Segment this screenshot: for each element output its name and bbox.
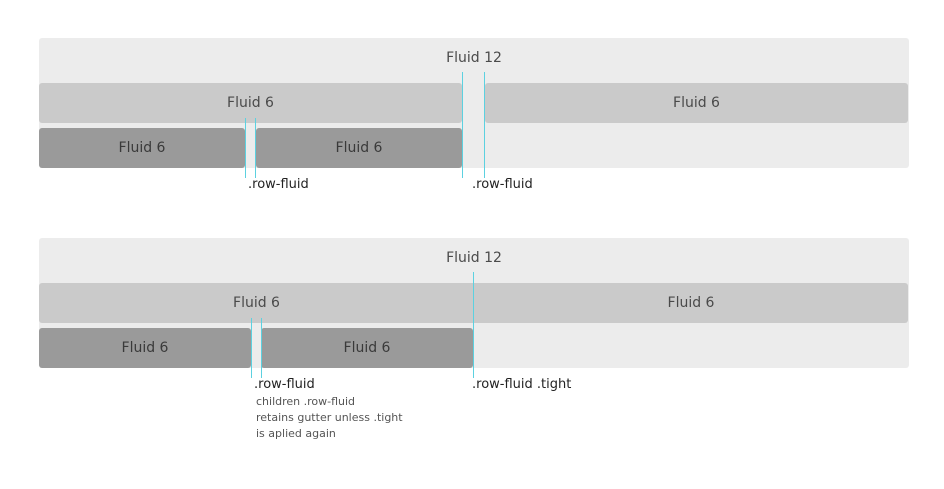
bottom-fluid-6-right: Fluid 6 [474,283,908,323]
top-child-fluid-6-left-label: Fluid 6 [118,140,166,156]
top-inner-gutter-guide-right [255,118,256,178]
top-child-fluid-6-right: Fluid 6 [256,128,462,168]
bottom-gutter-note: children .row-fluid retains gutter unles… [256,394,403,442]
bottom-outer-split-guide [473,272,474,378]
bottom-child-fluid-6-right: Fluid 6 [261,328,473,368]
bottom-child-fluid-6-right-label: Fluid 6 [343,340,391,356]
bottom-inner-gutter-guide-right [261,318,262,378]
top-outer-annotation: .row-fluid [472,177,533,192]
bottom-child-fluid-6-left: Fluid 6 [39,328,251,368]
bottom-child-fluid-6-left-label: Fluid 6 [121,340,169,356]
note-line: retains gutter unless .tight [256,411,403,424]
note-line: is aplied again [256,427,336,440]
top-fluid-6-right-label: Fluid 6 [673,95,720,111]
bottom-fluid-12-label: Fluid 12 [446,250,502,266]
top-fluid-6-left-label: Fluid 6 [227,95,274,111]
top-inner-gutter-guide-left [245,118,246,178]
bottom-outer-annotation: .row-fluid .tight [472,377,572,392]
top-outer-gutter-guide-left [462,72,463,178]
top-child-fluid-6-right-label: Fluid 6 [335,140,383,156]
bottom-inner-gutter-guide-left [251,318,252,378]
top-fluid-6-left: Fluid 6 [39,83,462,123]
bottom-inner-annotation: .row-fluid [254,377,315,392]
top-outer-gutter-guide-right [484,72,485,178]
top-child-fluid-6-left: Fluid 6 [39,128,245,168]
bottom-fluid-6-left: Fluid 6 [39,283,474,323]
top-inner-annotation: .row-fluid [248,177,309,192]
top-fluid-12-label: Fluid 12 [446,50,502,66]
bottom-fluid-6-left-label: Fluid 6 [233,295,280,311]
bottom-fluid-6-right-label: Fluid 6 [667,295,715,311]
note-line: children .row-fluid [256,395,356,408]
top-fluid-6-right: Fluid 6 [485,83,908,123]
